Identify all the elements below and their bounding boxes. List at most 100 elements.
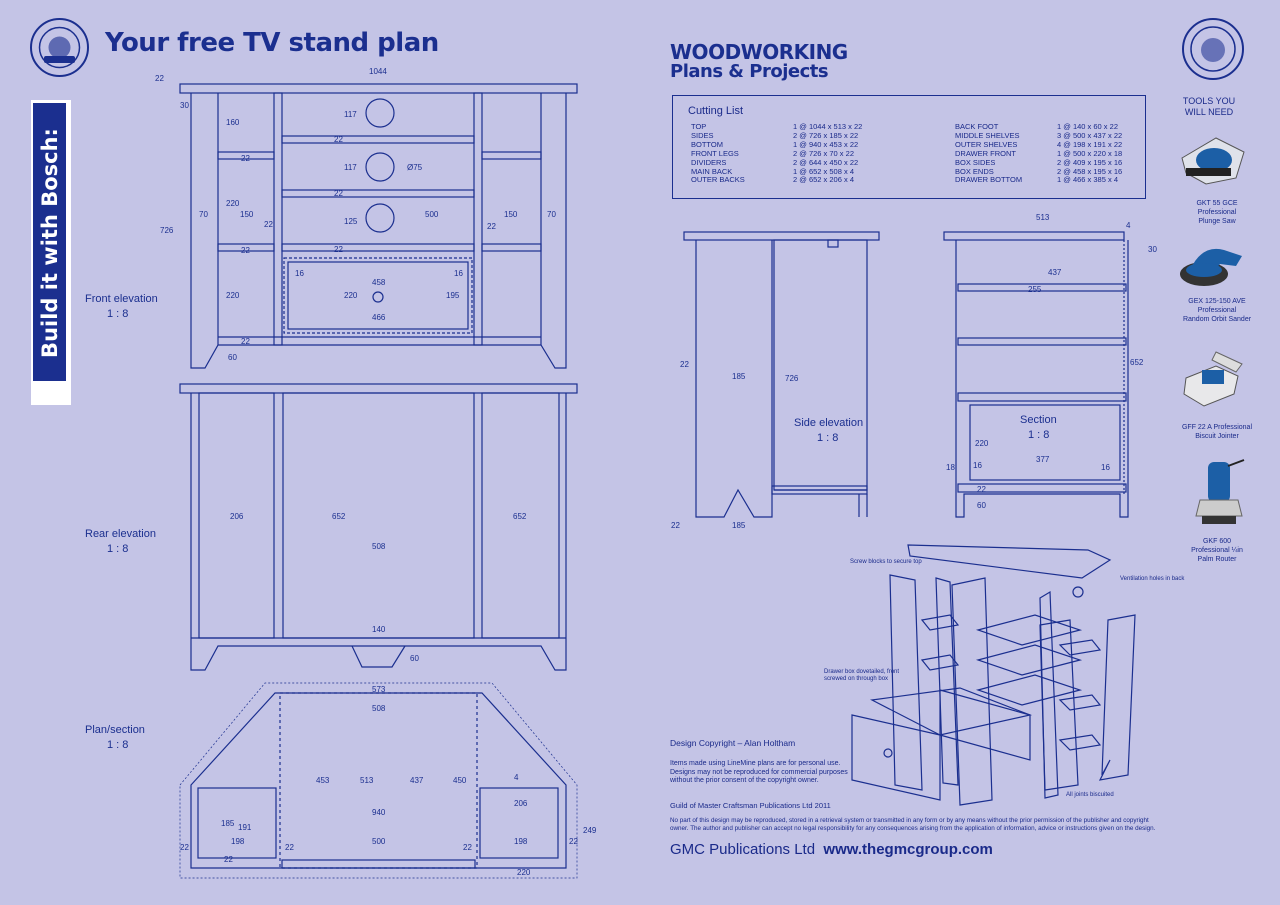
guild-credit: Guild of Master Craftsman Publications L… bbox=[670, 801, 831, 810]
publisher-url[interactable]: www.thegmcgroup.com bbox=[823, 841, 993, 858]
dim-text: 60 bbox=[410, 654, 419, 663]
biscuit-jointer-icon bbox=[1176, 348, 1248, 415]
dim-text: 4 bbox=[514, 773, 519, 782]
part-size: 1 @ 652 x 508 x 4 bbox=[793, 166, 854, 176]
tool-caption-jointer: GFF 22 A Professional Biscuit Jointer bbox=[1177, 423, 1257, 441]
callout-screw-blocks: Screw blocks to secure top bbox=[850, 559, 922, 565]
callout-joints: All joints biscuited bbox=[1066, 792, 1114, 798]
side-elevation-drawing bbox=[683, 231, 880, 518]
dim-text: 466 bbox=[372, 313, 386, 322]
dim-text: 458 bbox=[372, 278, 386, 287]
dim-text: 16 bbox=[454, 269, 463, 278]
dim-text: 220 bbox=[344, 291, 358, 300]
part-name: OUTER BACKS bbox=[691, 175, 745, 185]
part-name: BOX ENDS bbox=[955, 166, 994, 176]
dim-text: 198 bbox=[514, 837, 528, 846]
part-size: 2 @ 458 x 195 x 16 bbox=[1057, 166, 1123, 176]
dim-text: 508 bbox=[372, 542, 386, 551]
dim-text: 513 bbox=[360, 776, 374, 785]
section-scale: 1 : 8 bbox=[1028, 429, 1050, 441]
callout-ventilation: Ventilation holes in back bbox=[1120, 576, 1185, 582]
dim-text: 22 bbox=[180, 843, 189, 852]
tool-name: GFF 22 A Professional bbox=[1181, 424, 1253, 431]
dim-text: 160 bbox=[226, 118, 240, 127]
part-name: BACK FOOT bbox=[955, 122, 999, 131]
dim-text: 22 bbox=[487, 222, 496, 231]
dim-text: 22 bbox=[977, 485, 986, 494]
dim-text: 500 bbox=[425, 210, 439, 219]
dim-text: 22 bbox=[285, 843, 294, 852]
dim-text: 220 bbox=[975, 439, 989, 448]
plan-dimensions: 573 508 453 513 437 450 4 206 940 185 19… bbox=[180, 685, 597, 877]
part-size: 1 @ 940 x 453 x 22 bbox=[793, 139, 859, 149]
section-label: Section bbox=[1020, 414, 1057, 426]
dim-text: 22 bbox=[334, 135, 343, 144]
dim-text: 30 bbox=[180, 101, 189, 110]
tool-name: GKT 55 GCE Professional bbox=[1196, 200, 1238, 216]
part-size: 3 @ 500 x 437 x 22 bbox=[1057, 130, 1123, 140]
dim-text: 150 bbox=[504, 210, 518, 219]
tool-desc: Palm Router bbox=[1197, 556, 1237, 563]
dim-text: 220 bbox=[517, 868, 531, 877]
dim-text: 940 bbox=[372, 808, 386, 817]
part-size: 2 @ 726 x 70 x 22 bbox=[793, 148, 854, 158]
dim-text: 198 bbox=[231, 837, 245, 846]
tool-caption-router: GKF 600 Professional ¼in Palm Router bbox=[1177, 537, 1257, 564]
dim-text: 206 bbox=[514, 799, 528, 808]
cutting-list-left-sizes: 1 @ 1044 x 513 x 22 2 @ 726 x 185 x 22 1… bbox=[793, 122, 863, 185]
dim-text: 22 bbox=[155, 74, 164, 83]
left-drawings: 1044 22 30 160 117 22 117 Ø75 22 220 70 … bbox=[155, 67, 597, 879]
exploded-view-drawing bbox=[851, 544, 1136, 806]
section-drawing bbox=[943, 231, 1129, 518]
brand-line-1: WOODWORKING bbox=[670, 40, 848, 64]
tool-desc: Professional ¼in bbox=[1191, 547, 1243, 554]
side-elevation-label: Side elevation bbox=[794, 417, 864, 429]
dim-text: 652 bbox=[332, 512, 346, 521]
part-name: SIDES bbox=[691, 130, 714, 140]
cutting-list-right-parts: BACK FOOT MIDDLE SHELVES OUTER SHELVES D… bbox=[955, 122, 1023, 185]
dim-text: 4 bbox=[1126, 221, 1131, 230]
tool-desc: Plunge Saw bbox=[1198, 218, 1236, 225]
part-size: 1 @ 1044 x 513 x 22 bbox=[793, 122, 863, 131]
tool-name: GEX 125-150 AVE bbox=[1188, 298, 1246, 305]
dim-text: 652 bbox=[1130, 358, 1144, 367]
dim-text: 377 bbox=[1036, 455, 1050, 464]
dim-text: 70 bbox=[547, 210, 556, 219]
rear-dimensions: 206 652 652 508 140 60 bbox=[230, 512, 527, 663]
dim-text: 22 bbox=[264, 220, 273, 229]
plan-section-drawing bbox=[179, 682, 578, 879]
orbit-sander-icon bbox=[1176, 236, 1248, 296]
part-size: 1 @ 466 x 385 x 4 bbox=[1057, 175, 1118, 185]
dim-text: 22 bbox=[569, 837, 578, 846]
dim-text: 185 bbox=[732, 521, 746, 530]
dim-text: 508 bbox=[372, 704, 386, 713]
publisher-name: GMC Publications Ltd bbox=[670, 841, 816, 858]
linemine-line3: without the prior consent of the copyrig… bbox=[670, 777, 819, 784]
dim-text: 726 bbox=[160, 226, 174, 235]
plan-section-label: Plan/section bbox=[85, 724, 145, 736]
callout-drawer-line2: screwed on through box bbox=[824, 676, 889, 682]
part-name: DRAWER BOTTOM bbox=[955, 175, 1023, 185]
dim-text: 513 bbox=[1036, 213, 1050, 222]
part-size: 1 @ 140 x 60 x 22 bbox=[1057, 122, 1118, 131]
dim-text: 220 bbox=[226, 291, 240, 300]
tool-desc: Biscuit Jointer bbox=[1195, 433, 1239, 440]
front-elevation-scale: 1 : 8 bbox=[107, 308, 129, 320]
guild-seal-logo bbox=[30, 18, 89, 77]
cutting-list-right-sizes: 1 @ 140 x 60 x 22 3 @ 500 x 437 x 22 4 @… bbox=[1057, 122, 1123, 185]
legal-line2: owner. The author and publisher can acce… bbox=[670, 825, 1156, 832]
part-name: BOTTOM bbox=[691, 139, 723, 149]
dim-text: 191 bbox=[238, 823, 252, 832]
callout-drawer: Drawer box dovetailed, front screwed on … bbox=[824, 669, 899, 683]
part-name: BOX SIDES bbox=[955, 157, 996, 167]
dim-text: 220 bbox=[226, 199, 240, 208]
dim-text: 60 bbox=[228, 353, 237, 362]
cutting-list-title: Cutting List bbox=[688, 105, 744, 117]
dim-text: 22 bbox=[241, 246, 250, 255]
part-size: 2 @ 652 x 206 x 4 bbox=[793, 175, 854, 185]
front-elevation-drawing bbox=[179, 83, 578, 369]
legal-notice: No part of this design may be reproduced… bbox=[670, 817, 1155, 833]
linemine-notice: Items made using LineMine plans are for … bbox=[670, 760, 848, 786]
part-name: DIVIDERS bbox=[691, 157, 727, 167]
plan-section-scale: 1 : 8 bbox=[107, 739, 129, 751]
